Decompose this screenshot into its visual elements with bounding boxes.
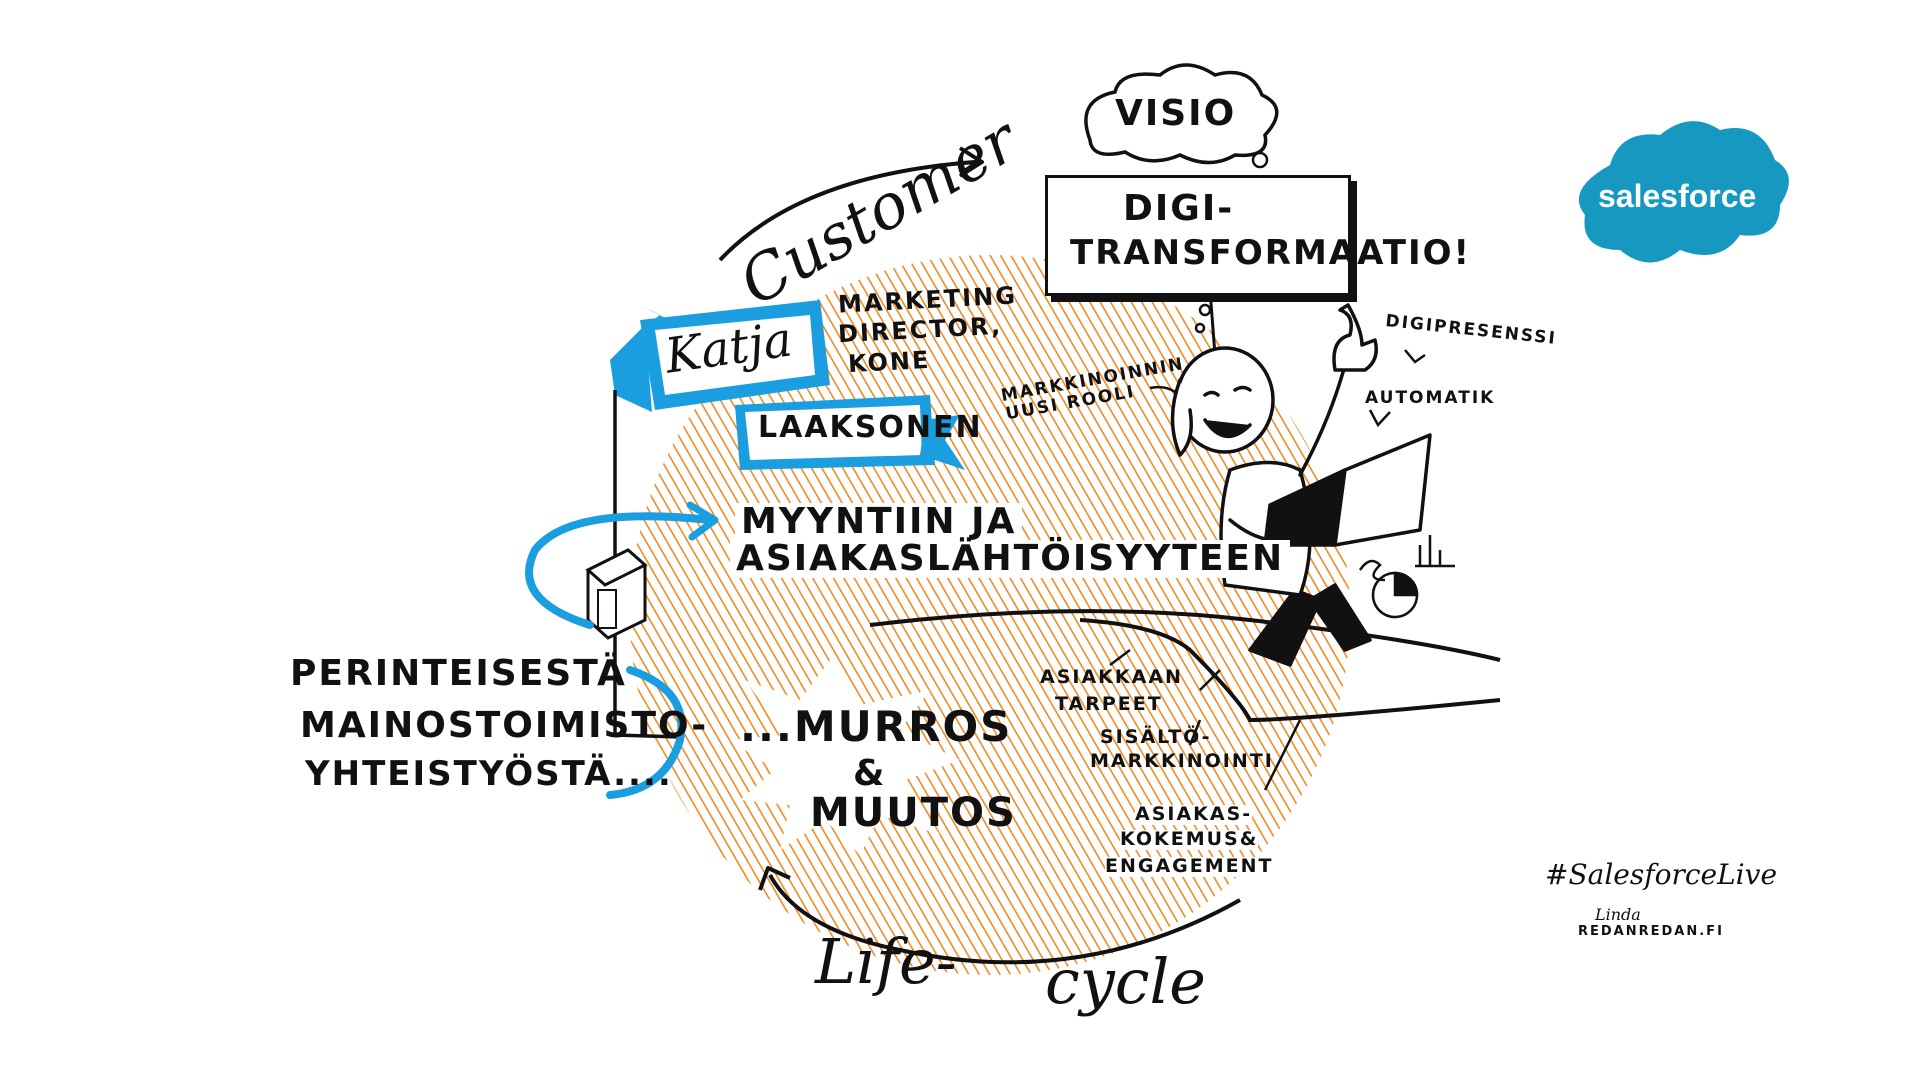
content-marketing-1: SISÄLTÖ-: [1100, 726, 1212, 748]
change-line-3: MUUTOS: [810, 790, 1017, 836]
origin-line-1: PERINTEISESTÄ: [290, 653, 627, 694]
thought-cloud-text: VISIO: [1115, 93, 1237, 134]
lifecycle-arrow: [768, 874, 1241, 965]
signature-1: Linda: [1595, 905, 1641, 924]
cx-line-2: KOKEMUS&: [1120, 828, 1259, 850]
elevator-line: [613, 390, 681, 739]
customer-needs-2: TARPEET: [1055, 693, 1163, 715]
change-line-1: ...MURROS: [740, 702, 1013, 751]
elevator-icon: [585, 548, 648, 640]
origin-line-3: YHTEISTYÖSTÄ....: [305, 754, 673, 794]
main-statement-1: MYYNTIIN JA: [735, 503, 1023, 541]
speaker-role-3: KONE: [847, 345, 932, 379]
content-marketing-2: MARKKINOINTI: [1090, 750, 1274, 772]
presenter-figure: [1170, 303, 1432, 667]
road: [869, 609, 1501, 662]
automation-label: AUTOMATIK: [1365, 388, 1496, 408]
salesforce-cloud: [1578, 121, 1789, 263]
speech-line-2: TRANSFORMAATIO!: [1070, 233, 1472, 273]
cx-line-3: ENGAGEMENT: [1105, 855, 1274, 877]
main-statement-2: ASIAKASLÄHTÖISYYTEEN: [730, 540, 1291, 578]
salesforce-logo-text: salesforce: [1598, 178, 1757, 214]
origin-line-2: MAINOSTOIMISTO-: [300, 705, 709, 746]
chart-doodle: [1358, 535, 1455, 619]
speech-line-1: DIGI-: [1123, 188, 1235, 229]
speaker-last-name: LAAKSONEN: [758, 410, 983, 445]
name-banner: [610, 300, 965, 470]
blue-up-arrow: [525, 512, 714, 629]
blue-side-curve: [606, 666, 686, 799]
signature-2: REDANREDAN.fi: [1578, 924, 1724, 939]
hashtag: #SalesforceLive: [1545, 858, 1778, 891]
customer-needs-1: ASIAKKAAN: [1040, 666, 1183, 688]
cycle-bottom-label-2: cycle: [1045, 945, 1206, 1018]
speech-box: DIGI- TRANSFORMAATIO!: [1045, 175, 1469, 296]
change-starburst: [730, 660, 960, 855]
cx-line-1: ASIAKAS-: [1135, 803, 1253, 825]
cycle-bottom-label-1: Life-: [815, 925, 957, 998]
change-line-2: &: [853, 753, 887, 794]
customer-arrow: [718, 160, 976, 262]
